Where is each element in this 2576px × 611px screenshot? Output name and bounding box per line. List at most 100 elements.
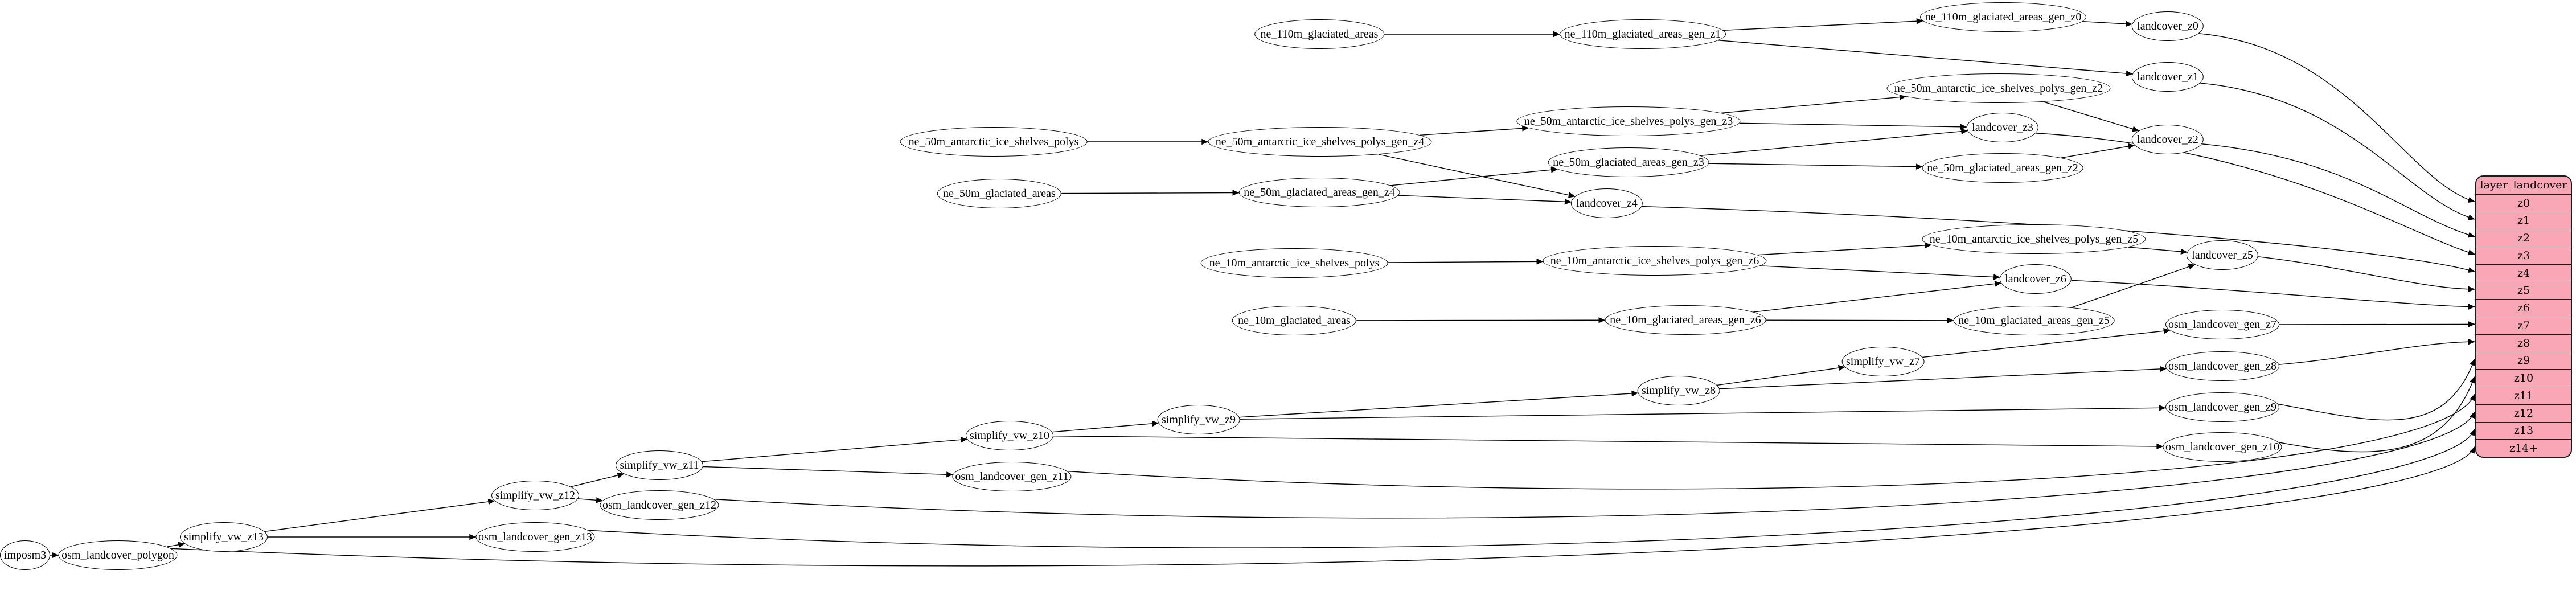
table-row-z8: z8 — [2476, 334, 2571, 352]
edge-ne_110m_glaciated_areas_gen_z1-to-ne_110m_glaciated_areas_gen_z0 — [1723, 18, 1923, 31]
edge-simplify_vw_z11-to-simplify_vw_z10 — [702, 437, 967, 462]
table-row-z12: z12 — [2476, 404, 2571, 422]
node-landcover_z4: landcover_z4 — [1570, 188, 1643, 218]
node-simplify_vw_z8: simplify_vw_z8 — [1637, 376, 1720, 405]
edge-ne_50m_glaciated_areas_gen_z3-to-landcover_z3 — [1700, 128, 1968, 156]
edge-osm_landcover_gen_z10-to-layer_landcover-z10 — [2279, 376, 2475, 453]
edge-landcover_z5-to-layer_landcover-z5 — [2258, 256, 2475, 293]
node-ne_10m_glaciated_areas: ne_10m_glaciated_areas — [1232, 306, 1357, 335]
node-ne_50m_glaciated_areas_gen_z4: ne_50m_glaciated_areas_gen_z4 — [1238, 178, 1400, 207]
edge-simplify_vw_z8-to-simplify_vw_z7 — [1717, 364, 1845, 386]
edge-ne_50m_glaciated_areas_gen_z4-to-landcover_z4 — [1398, 195, 1572, 205]
node-imposm3: imposm3 — [0, 540, 50, 570]
node-ne_10m_glaciated_areas_gen_z6: ne_10m_glaciated_areas_gen_z6 — [1605, 305, 1766, 335]
node-osm_landcover_gen_z11: osm_landcover_gen_z11 — [952, 462, 1072, 491]
table-row-z5: z5 — [2476, 281, 2571, 300]
edge-simplify_vw_z12-to-simplify_vw_z11 — [571, 472, 625, 487]
node-ne_10m_glaciated_areas_gen_z5: ne_10m_glaciated_areas_gen_z5 — [1953, 306, 2115, 335]
edge-ne_50m_glaciated_areas_gen_z3-to-ne_50m_glaciated_areas_gen_z2 — [1708, 163, 1923, 170]
edge-osm_landcover_gen_z7-to-layer_landcover-z7 — [2279, 321, 2475, 327]
table-row-z11: z11 — [2476, 387, 2571, 404]
node-ne_50m_antarctic_ice_shelves_polys_gen_z4: ne_50m_antarctic_ice_shelves_polys_gen_z… — [1208, 127, 1432, 157]
edge-simplify_vw_z9-to-simplify_vw_z8 — [1239, 390, 1639, 418]
node-simplify_vw_z7: simplify_vw_z7 — [1841, 347, 1925, 376]
table-row-z6: z6 — [2476, 299, 2571, 317]
node-landcover_z5: landcover_z5 — [2186, 240, 2259, 270]
table-row-z7: z7 — [2476, 317, 2571, 334]
edge-simplify_vw_z11-to-osm_landcover_gen_z11 — [703, 466, 953, 478]
node-landcover_z2: landcover_z2 — [2131, 125, 2204, 154]
node-ne_10m_antarctic_ice_shelves_polys_gen_z5: ne_10m_antarctic_ice_shelves_polys_gen_z… — [1922, 224, 2146, 254]
node-ne_10m_antarctic_ice_shelves_polys_gen_z6: ne_10m_antarctic_ice_shelves_polys_gen_z… — [1543, 246, 1767, 276]
table-row-z4: z4 — [2476, 264, 2571, 282]
node-ne_50m_glaciated_areas_gen_z2: ne_50m_glaciated_areas_gen_z2 — [1922, 153, 2083, 183]
edge-ne_50m_antarctic_ice_shelves_polys_gen_z2-to-landcover_z2 — [2043, 101, 2139, 132]
node-osm_landcover_gen_z8: osm_landcover_gen_z8 — [2165, 351, 2279, 381]
node-ne_50m_antarctic_ice_shelves_polys_gen_z2: ne_50m_antarctic_ice_shelves_polys_gen_z… — [1886, 73, 2111, 103]
edge-osm_landcover_gen_z8-to-layer_landcover-z8 — [2279, 338, 2475, 365]
edge-simplify_vw_z13-to-simplify_vw_z12 — [264, 498, 495, 532]
edge-landcover_z1-to-layer_landcover-z1 — [2200, 83, 2475, 220]
edge-ne_50m_antarctic_ice_shelves_polys_gen_z3-to-ne_50m_antarctic_ice_shelves_polys_gen_z2 — [1721, 94, 1906, 114]
edge-ne_10m_antarctic_ice_shelves_polys_gen_z6-to-ne_10m_antarctic_ice_shelves_polys_gen_z5 — [1757, 242, 1932, 256]
node-simplify_vw_z10: simplify_vw_z10 — [966, 421, 1053, 450]
edge-simplify_vw_z12-to-osm_landcover_gen_z12 — [577, 497, 603, 503]
node-landcover_z3: landcover_z3 — [1966, 113, 2039, 142]
node-ne_50m_antarctic_ice_shelves_polys_gen_z3: ne_50m_antarctic_ice_shelves_polys_gen_z… — [1516, 106, 1741, 136]
node-ne_10m_antarctic_ice_shelves_polys: ne_10m_antarctic_ice_shelves_polys — [1200, 248, 1388, 278]
edge-ne_10m_glaciated_areas_gen_z6-to-landcover_z6 — [1753, 281, 2001, 313]
node-landcover_z1: landcover_z1 — [2131, 62, 2204, 92]
node-landcover_z6: landcover_z6 — [1999, 264, 2072, 294]
edge-ne_50m_glaciated_areas_gen_z4-to-ne_50m_glaciated_areas_gen_z3 — [1390, 167, 1558, 186]
edge-simplify_vw_z9-to-osm_landcover_gen_z9 — [1240, 405, 2166, 420]
node-osm_landcover_gen_z9: osm_landcover_gen_z9 — [2165, 392, 2279, 422]
edge-ne_110m_glaciated_areas_gen_z1-to-landcover_z1 — [1718, 40, 2133, 77]
table-row-z9: z9 — [2476, 351, 2571, 370]
edge-landcover_z2-to-layer_landcover-z2 — [2202, 143, 2475, 238]
edge-ne_10m_glaciated_areas_gen_z6-to-ne_10m_glaciated_areas_gen_z5 — [1766, 317, 1954, 324]
edge-simplify_vw_z8-to-osm_landcover_gen_z8 — [1719, 366, 2167, 389]
edge-ne_10m_glaciated_areas_gen_z5-to-landcover_z5 — [2071, 264, 2196, 308]
node-osm_landcover_gen_z13: osm_landcover_gen_z13 — [475, 522, 595, 552]
edge-osm_landcover_gen_z13-to-layer_landcover-z13 — [588, 429, 2475, 548]
edge-landcover_z6-to-layer_landcover-z6 — [2071, 280, 2475, 310]
table-row-z10: z10 — [2476, 369, 2571, 387]
edge-ne_10m_antarctic_ice_shelves_polys-to-ne_10m_antarctic_ice_shelves_polys_gen_z6 — [1388, 259, 1544, 265]
node-osm_landcover_gen_z10: osm_landcover_gen_z10 — [2163, 432, 2282, 462]
node-osm_landcover_gen_z7: osm_landcover_gen_z7 — [2165, 310, 2279, 339]
edge-ne_10m_glaciated_areas-to-ne_10m_glaciated_areas_gen_z6 — [1356, 317, 1606, 323]
node-ne_50m_antarctic_ice_shelves_polys: ne_50m_antarctic_ice_shelves_polys — [900, 127, 1088, 157]
table-row-z3: z3 — [2476, 247, 2571, 264]
edge-osm_landcover_polygon-to-simplify_vw_z13 — [166, 542, 185, 548]
edge-simplify_vw_z7-to-osm_landcover_gen_z7 — [1922, 328, 2171, 358]
node-ne_110m_glaciated_areas: ne_110m_glaciated_areas — [1254, 19, 1384, 49]
node-landcover_z0: landcover_z0 — [2131, 11, 2204, 41]
edge-simplify_vw_z10-to-osm_landcover_gen_z10 — [1053, 436, 2164, 450]
edge-ne_10m_antarctic_ice_shelves_polys_gen_z5-to-landcover_z5 — [2128, 247, 2188, 255]
table-row-z2: z2 — [2476, 229, 2571, 247]
node-simplify_vw_z11: simplify_vw_z11 — [616, 450, 703, 480]
edge-osm_landcover_gen_z12-to-layer_landcover-z12 — [713, 411, 2475, 519]
node-ne_50m_glaciated_areas: ne_50m_glaciated_areas — [937, 179, 1062, 208]
edge-osm_landcover_gen_z9-to-layer_landcover-z9 — [2278, 359, 2475, 421]
node-ne_50m_glaciated_areas_gen_z3: ne_50m_glaciated_areas_gen_z3 — [1548, 147, 1709, 177]
edge-ne_50m_antarctic_ice_shelves_polys_gen_z4-to-landcover_z4 — [1379, 154, 1576, 198]
node-osm_landcover_polygon: osm_landcover_polygon — [58, 540, 178, 570]
table-row-z0: z0 — [2476, 194, 2571, 212]
edge-ne_50m_glaciated_areas-to-ne_50m_glaciated_areas_gen_z4 — [1061, 190, 1240, 196]
edge-osm_landcover_gen_z11-to-layer_landcover-z11 — [1067, 393, 2475, 490]
node-osm_landcover_gen_z12: osm_landcover_gen_z12 — [600, 490, 719, 520]
edge-ne_50m_glaciated_areas_gen_z2-to-landcover_z2 — [2061, 143, 2135, 158]
node-simplify_vw_z12: simplify_vw_z12 — [491, 481, 579, 510]
edge-ne_110m_glaciated_areas_gen_z0-to-landcover_z0 — [2082, 20, 2132, 27]
table-row-z14+: z14+ — [2476, 439, 2571, 457]
edge-landcover_z4-to-layer_landcover-z4 — [1642, 206, 2475, 273]
edge-ne_50m_antarctic_ice_shelves_polys_gen_z4-to-ne_50m_antarctic_ice_shelves_polys_gen_z3 — [1420, 125, 1529, 136]
node-simplify_vw_z9: simplify_vw_z9 — [1157, 405, 1240, 434]
node-ne_110m_glaciated_areas_gen_z1: ne_110m_glaciated_areas_gen_z1 — [1560, 19, 1726, 49]
table-row-z1: z1 — [2476, 211, 2571, 229]
edge-ne_10m_antarctic_ice_shelves_polys_gen_z6-to-landcover_z6 — [1759, 265, 2000, 280]
